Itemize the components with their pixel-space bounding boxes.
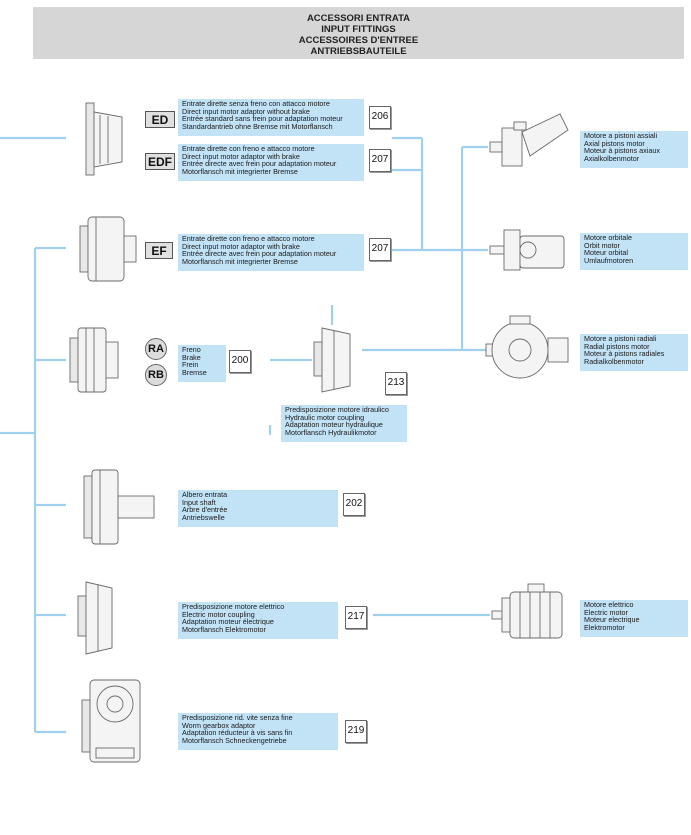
header-title-fr: ACCESSOIRES D'ENTREE	[298, 35, 419, 46]
desc-line: Adaptation moteur électrique	[182, 617, 274, 627]
desc-line: Motorflansch mit integrierter Bremse	[182, 256, 298, 266]
code-badge-ef: EF	[145, 242, 173, 259]
worm-gearbox-drawing	[81, 679, 141, 763]
desc-line: Entrate dirette senza freno con attacco …	[182, 99, 330, 108]
desc-line: Motorflansch Hydraulikmotor	[285, 427, 377, 437]
axial-piston-motor-drawing	[489, 113, 569, 167]
desc-box-electric-motor: Motore elettrico Electric motor Moteur e…	[580, 600, 688, 637]
desc-line: Electric motor	[584, 607, 628, 617]
desc-line: Direct input motor adaptor without brake	[182, 106, 310, 116]
orbital-motor-drawing	[489, 229, 565, 271]
desc-line: Entrate dirette con freno e attacco moto…	[182, 144, 315, 153]
header-title-en: INPUT FITTINGS	[321, 24, 396, 35]
desc-line: Motore a pistoni radiali	[584, 334, 657, 343]
desc-line: Radialkolbenmotor	[584, 356, 644, 366]
desc-line: Arbre d'entrée	[182, 505, 228, 515]
desc-line: Umlaufmotoren	[584, 255, 634, 265]
desc-line: Motorflansch mit integrierter Bremse	[182, 166, 298, 176]
desc-line: Hydraulic motor coupling	[285, 412, 365, 422]
desc-line: Entrée directe avec frein pour adaptatio…	[182, 159, 337, 169]
desc-line: Adaptation moteur hydraulique	[285, 420, 383, 430]
page-ref-202[interactable]: 202	[343, 493, 365, 516]
desc-line: Motore elettrico	[584, 600, 634, 609]
desc-box-brake: Freno Brake Frein Bremse	[178, 345, 226, 382]
desc-line: Entrée directe avec frein pour adaptatio…	[182, 249, 337, 259]
desc-box-electric-coupling: Predisposizione motore elettrico Electri…	[178, 602, 338, 639]
input-shaft-drawing	[83, 469, 155, 545]
header-title-de: ANTRIEBSBAUTEILE	[310, 46, 407, 57]
desc-line: Albero entrata	[182, 490, 228, 499]
desc-box-axial-motor: Motore a pistoni assiali Axial pistons m…	[580, 131, 688, 168]
radial-piston-motor-drawing	[485, 315, 569, 379]
desc-line: Motore orbitale	[584, 233, 632, 242]
desc-line: Predisposizione motore idraulico	[285, 405, 389, 414]
desc-box-ef: Entrate dirette con freno e attacco moto…	[178, 234, 364, 271]
desc-line: Axialkolbenmotor	[584, 153, 640, 163]
desc-box-edf: Entrate dirette con freno e attacco moto…	[178, 144, 364, 181]
desc-line: Entrée standard sans frein pour adaptati…	[182, 114, 343, 124]
desc-box-hydraulic: Predisposizione motore idraulico Hydraul…	[281, 405, 407, 442]
desc-line: Direct input motor adaptor with brake	[182, 151, 300, 161]
page-ref-213[interactable]: 213	[385, 372, 407, 395]
desc-line: Brake	[182, 352, 201, 362]
page-ref-207-ef[interactable]: 207	[369, 238, 391, 261]
desc-box-orbital-motor: Motore orbitale Orbit motor Moteur orbit…	[580, 233, 688, 270]
desc-box-worm: Predisposizione rid. vite senza fine Wor…	[178, 713, 338, 750]
desc-line: Orbit motor	[584, 240, 620, 250]
desc-line: Predisposizione rid. vite senza fine	[182, 713, 293, 722]
desc-line: Motorflansch Elektromotor	[182, 624, 266, 634]
desc-line: Standardantrieb ohne Bremse mit Motorfla…	[182, 121, 333, 131]
page-ref-200[interactable]: 200	[229, 350, 251, 373]
page-ref-217[interactable]: 217	[345, 606, 367, 629]
desc-line: Direct input motor adaptor with brake	[182, 241, 300, 251]
brake-drawing	[69, 327, 119, 393]
code-badge-edf: EDF	[145, 153, 175, 170]
desc-line: Motorflansch Schneckengetriebe	[182, 735, 287, 745]
section-header: ACCESSORI ENTRATA INPUT FITTINGS ACCESSO…	[33, 7, 684, 59]
desc-line: Elektromotor	[584, 622, 625, 632]
desc-line: Electric motor coupling	[182, 609, 255, 619]
ed-flange-drawing	[85, 102, 123, 176]
desc-box-radial-motor: Motore a pistoni radiali Radial pistons …	[580, 334, 688, 371]
desc-box-ed: Entrate dirette senza freno con attacco …	[178, 99, 364, 136]
desc-line: Input shaft	[182, 497, 216, 507]
header-title-it: ACCESSORI ENTRATA	[306, 13, 411, 24]
code-badge-ed: ED	[145, 111, 175, 128]
ef-flange-drawing	[79, 216, 137, 282]
electric-motor-drawing	[491, 583, 563, 639]
page-ref-207-edf[interactable]: 207	[369, 149, 391, 172]
desc-line: Axial pistons motor	[584, 138, 645, 148]
page-ref-206[interactable]: 206	[369, 106, 391, 129]
desc-line: Adaptation réducteur à vis sans fin	[182, 728, 293, 738]
desc-box-shaft: Albero entrata Input shaft Arbre d'entré…	[178, 490, 338, 527]
desc-line: Freno	[182, 345, 201, 354]
desc-line: Entrate dirette con freno e attacco moto…	[182, 234, 315, 243]
desc-line: Moteur electrique	[584, 615, 640, 625]
desc-line: Antriebswelle	[182, 512, 225, 522]
code-badge-ra: RA	[145, 338, 167, 360]
desc-line: Motore a pistoni assiali	[584, 131, 658, 140]
desc-line: Moteur orbital	[584, 248, 628, 258]
desc-line: Bremse	[182, 367, 207, 377]
desc-line: Moteur à pistons radiales	[584, 349, 665, 359]
code-badge-rb: RB	[145, 364, 167, 386]
electric-coupling-drawing	[77, 581, 113, 655]
page-ref-219[interactable]: 219	[345, 720, 367, 743]
desc-line: Worm gearbox adaptor	[182, 720, 256, 730]
desc-line: Predisposizione motore elettrico	[182, 602, 285, 611]
desc-line: Frein	[182, 360, 199, 370]
hydraulic-coupling-drawing	[313, 327, 351, 393]
desc-line: Moteur à pistons axiaux	[584, 146, 660, 156]
connector-lines	[0, 136, 490, 734]
desc-line: Radial pistons motor	[584, 341, 650, 351]
